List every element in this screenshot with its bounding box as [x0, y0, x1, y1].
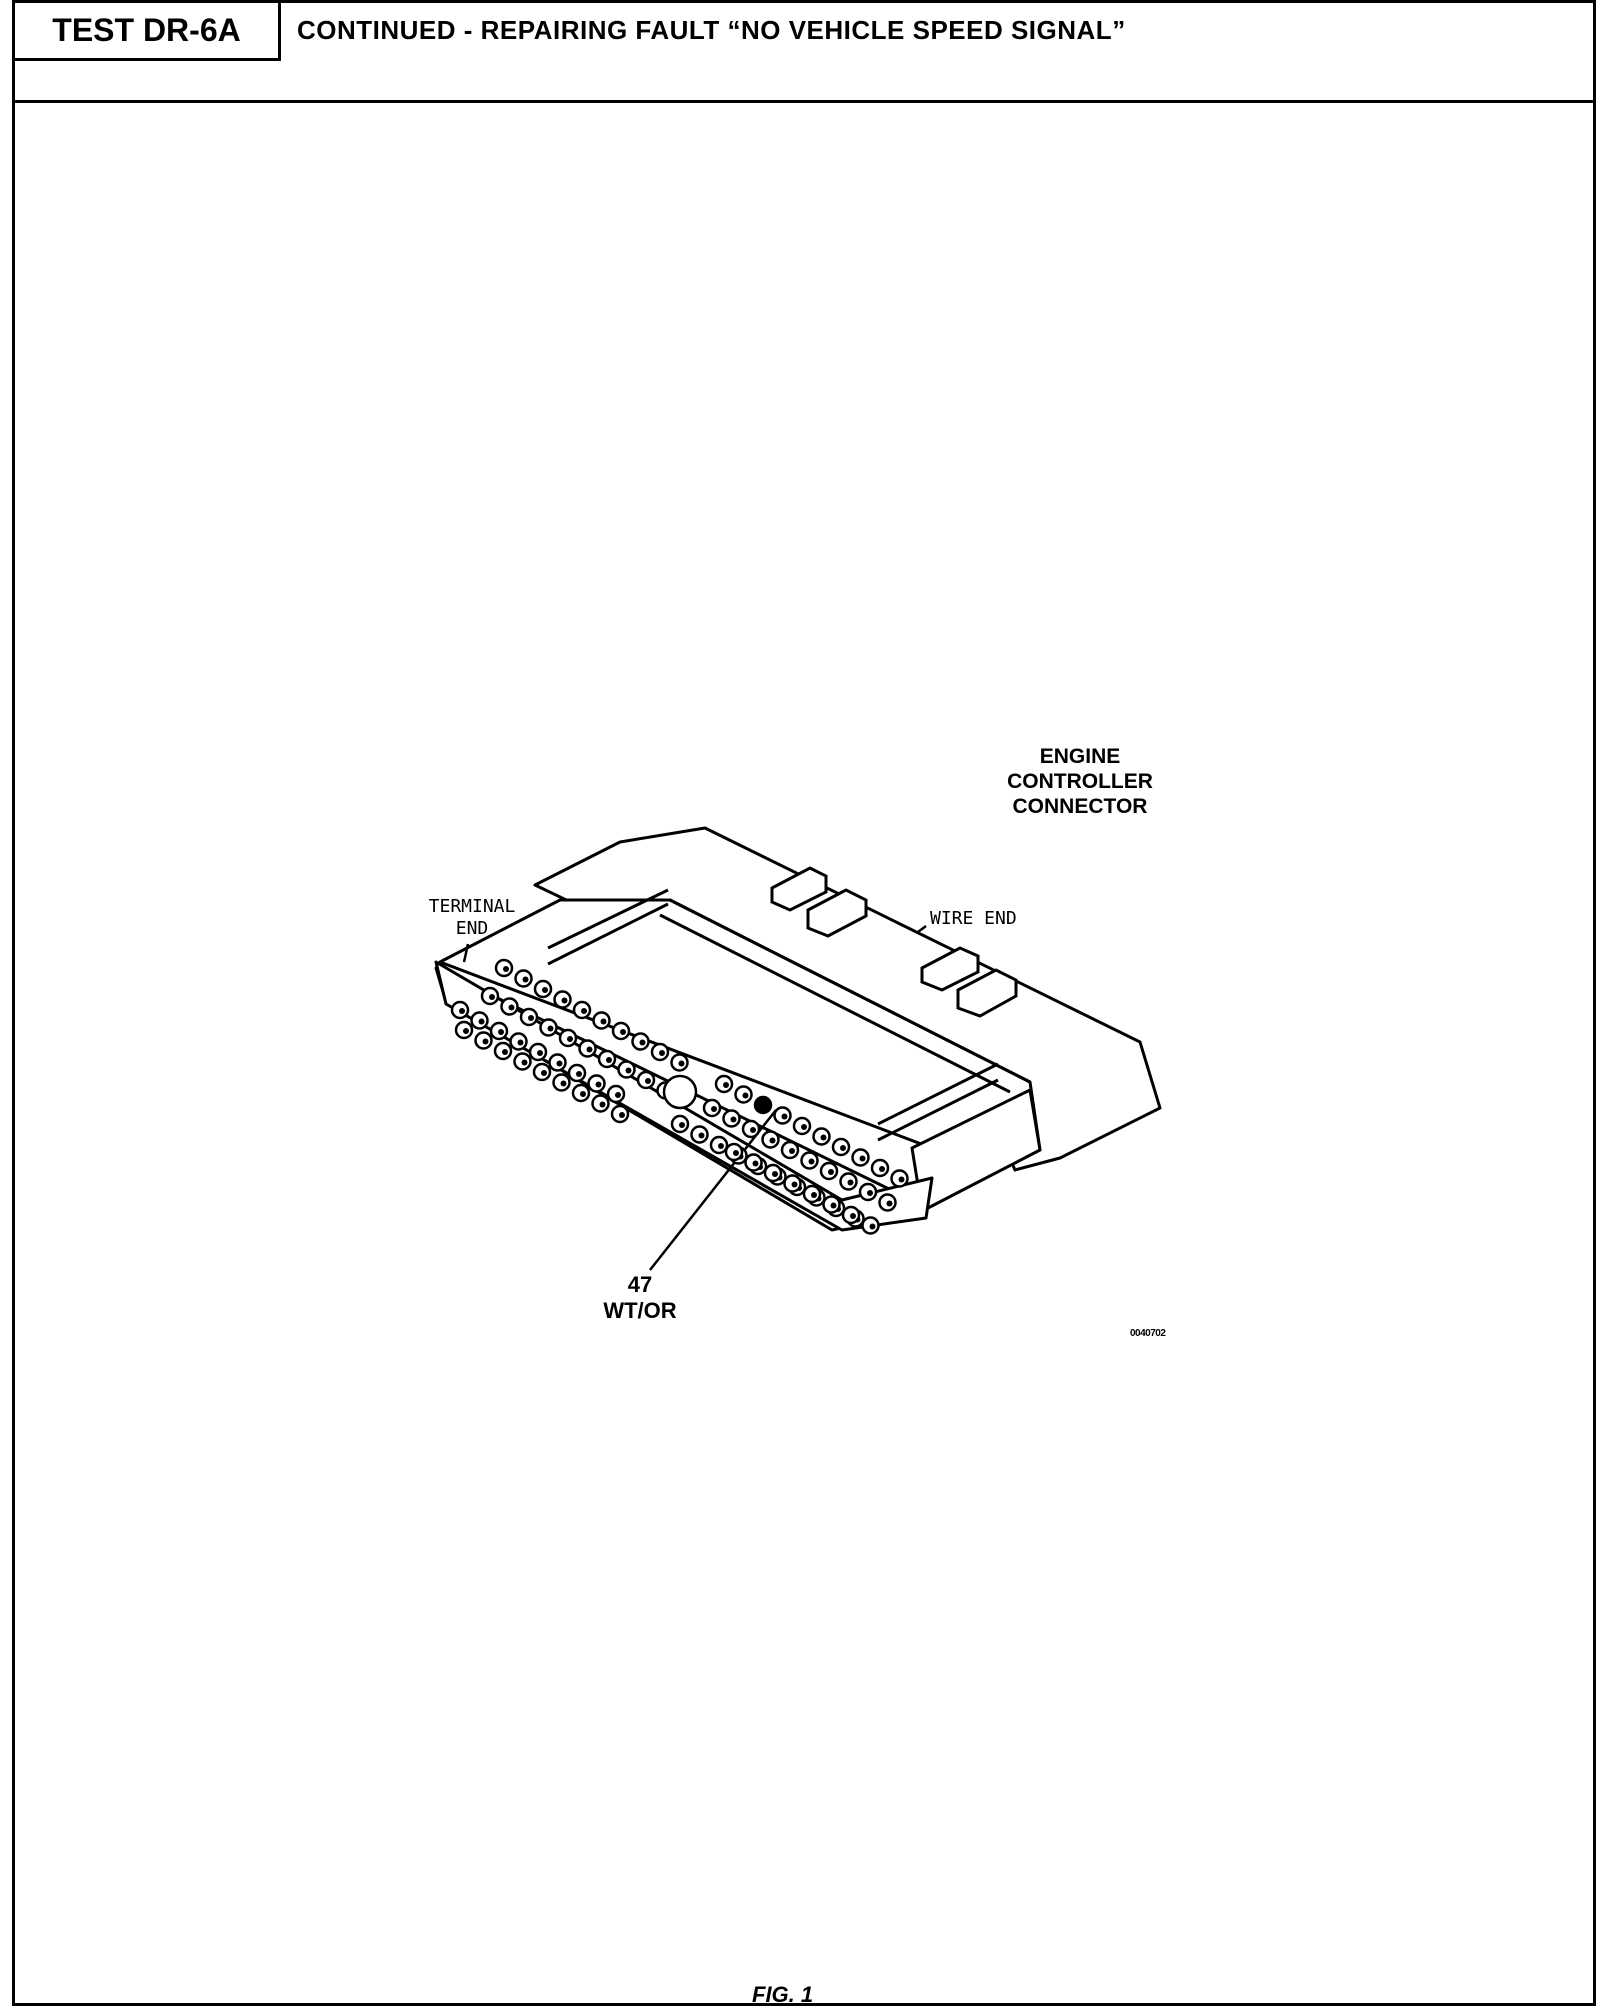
page-frame: TEST DR-6A CONTINUED - REPAIRING FAULT “…: [12, 0, 1596, 2006]
terminal-pin-mark: [576, 1071, 582, 1077]
wire-end-label: WIRE END: [930, 908, 1017, 929]
figure-caption: FIG. 1: [752, 1982, 814, 2007]
terminal-pin-mark: [542, 987, 548, 993]
terminal-pin-mark: [789, 1148, 795, 1154]
terminal-pin-group: [450, 958, 909, 1235]
header-row: TEST DR-6A CONTINUED - REPAIRING FAULT “…: [15, 3, 1593, 103]
terminal-pin-mark: [772, 1171, 778, 1177]
terminal-pin-mark: [752, 1160, 759, 1167]
terminal-pin-mark: [645, 1078, 651, 1084]
terminal-pin-mark: [867, 1190, 873, 1196]
terminal-pin-mark: [811, 1192, 817, 1198]
terminal-pin-mark: [547, 1025, 554, 1032]
terminal-end-leader: [462, 943, 470, 963]
terminal-pin-mark: [600, 1018, 607, 1025]
terminal-pin-mark: [659, 1050, 665, 1056]
terminal-pin-mark: [898, 1176, 905, 1183]
terminal-pin-mark: [498, 1029, 504, 1035]
terminal-pin-mark: [489, 994, 495, 1000]
terminal-pin-mark: [711, 1106, 717, 1112]
terminal-pin-mark: [567, 1036, 573, 1042]
latch-2: [806, 888, 868, 938]
terminal-pin-mark: [679, 1122, 685, 1128]
terminal-pin-mark: [502, 1049, 508, 1055]
terminal-pin-mark: [586, 1046, 593, 1053]
connector-label: ENGINE CONTROLLER CONNECTOR: [1007, 745, 1153, 818]
terminal-pin-mark: [750, 1127, 756, 1133]
terminal-pin-mark: [508, 1004, 515, 1011]
terminal-pin-mark: [879, 1166, 885, 1172]
terminal-pin-mark: [503, 966, 509, 972]
terminal-pin-mark: [522, 976, 529, 983]
pin-47-label: 47 WT/OR: [603, 1272, 677, 1323]
terminal-pin-mark: [606, 1057, 612, 1063]
terminal-pin-mark: [580, 1091, 586, 1097]
terminal-pin-mark: [730, 1116, 737, 1123]
alignment-hole: [662, 1074, 698, 1110]
page-title: CONTINUED - REPAIRING FAULT “NO VEHICLE …: [297, 15, 1126, 45]
terminal-pin-mark: [801, 1124, 807, 1130]
terminal-pin-mark: [521, 1059, 528, 1066]
terminal-pin-mark: [517, 1039, 524, 1046]
terminal-pin-mark: [830, 1202, 837, 1209]
terminal-pin-mark: [850, 1213, 856, 1219]
test-id: TEST DR-6A: [52, 12, 241, 48]
drawing-code: 0040702: [1130, 1328, 1166, 1339]
terminal-pin-mark: [828, 1169, 834, 1175]
terminal-pin-mark: [733, 1150, 739, 1156]
latch-4: [956, 968, 1018, 1018]
terminal-pin-mark: [478, 1018, 485, 1025]
terminal-pin-mark: [639, 1039, 646, 1046]
terminal-pin-mark: [581, 1008, 587, 1014]
terminal-pin-mark: [625, 1067, 632, 1074]
terminal-pin-mark: [541, 1070, 547, 1076]
terminal-pin-mark: [561, 997, 568, 1004]
test-id-box: TEST DR-6A: [15, 3, 281, 61]
terminal-pin-mark: [840, 1145, 846, 1151]
terminal-pin-mark: [742, 1092, 749, 1099]
terminal-pin-mark: [678, 1060, 685, 1067]
latch-3: [920, 946, 980, 992]
terminal-pin-mark: [560, 1080, 567, 1087]
terminal-pin-mark: [482, 1038, 489, 1045]
terminal-pin-mark: [698, 1132, 705, 1139]
terminal-pin-mark: [463, 1028, 469, 1034]
terminal-pin-mark: [859, 1155, 866, 1162]
terminal-pin-mark: [459, 1008, 465, 1014]
terminal-pin-mark: [886, 1200, 893, 1207]
terminal-pin-mark: [781, 1113, 788, 1120]
terminal-pin-mark: [723, 1082, 729, 1088]
terminal-pin-mark: [869, 1223, 876, 1230]
terminal-pin-mark: [619, 1112, 625, 1118]
terminal-pin-mark: [595, 1081, 602, 1088]
terminal-pin-mark: [556, 1060, 563, 1067]
terminal-pin-mark: [615, 1092, 621, 1098]
terminal-pin-mark: [791, 1181, 798, 1188]
terminal-pin-mark: [808, 1158, 815, 1165]
terminal-pin-mark: [528, 1015, 534, 1021]
terminal-end-label: TERMINAL END: [428, 896, 516, 939]
wire-end-leader: [917, 925, 927, 933]
terminal-pin-mark: [847, 1179, 854, 1186]
terminal-pin-mark: [762, 1103, 768, 1109]
terminal-pin-mark: [620, 1029, 626, 1035]
terminal-pin-mark: [718, 1143, 724, 1149]
latch-1: [770, 866, 828, 912]
terminal-pin-mark: [599, 1101, 606, 1108]
terminal-pin-mark: [769, 1137, 776, 1144]
terminal-pin-mark: [820, 1134, 827, 1141]
terminal-pin-mark: [537, 1050, 543, 1056]
